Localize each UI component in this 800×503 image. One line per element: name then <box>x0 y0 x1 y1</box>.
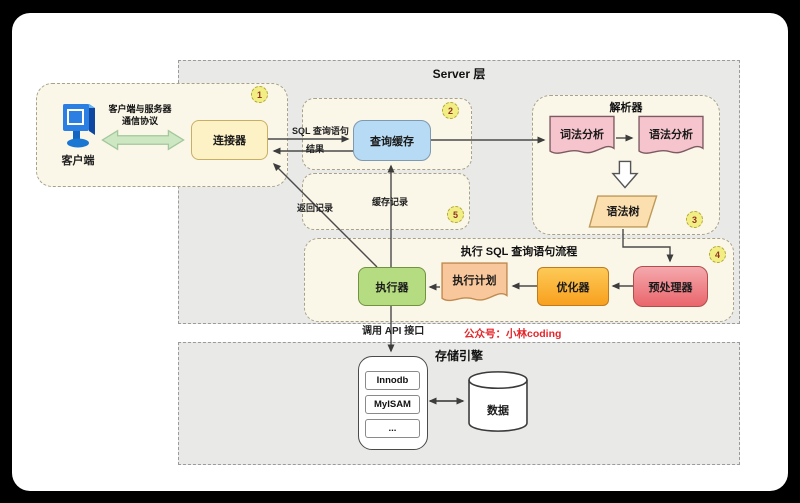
protocol-label: 客户端与服务器 通信协议 <box>94 104 186 127</box>
protocol-line1: 客户端与服务器 <box>108 104 172 114</box>
step-badge-5: 5 <box>447 206 464 223</box>
client-label: 客户端 <box>61 155 95 167</box>
edge-label-call-api: 调用 API 接口 <box>362 326 425 337</box>
edge-label-result: 结果 <box>306 144 325 154</box>
exec-plan-label: 执行计划 <box>452 275 497 287</box>
server-layer-title: Server 层 <box>432 67 486 81</box>
computer-icon <box>59 99 97 151</box>
engine-myisam: MyISAM <box>365 395 420 414</box>
protocol-line2: 通信协议 <box>121 115 158 126</box>
storage-engine-title: 存储引擎 <box>434 349 483 363</box>
step-badge-1: 1 <box>251 86 268 103</box>
step-badge-4: 4 <box>709 246 726 263</box>
step-badge-3: 3 <box>686 211 703 228</box>
query-cache-node: 查询缓存 <box>353 120 431 161</box>
lexical-analysis-label: 词法分析 <box>560 129 604 141</box>
edge-label-return-record: 返回记录 <box>297 203 334 213</box>
syntax-analysis-label: 语法分析 <box>649 129 693 141</box>
engine-innodb: Innodb <box>365 371 420 390</box>
syntax-tree-node: 语法树 <box>588 194 658 229</box>
double-arrow-icon <box>99 129 187 151</box>
lexical-analysis-node: 词法分析 <box>548 114 616 161</box>
data-cylinder-label: 数据 <box>487 405 509 417</box>
step-badge-2: 2 <box>442 102 459 119</box>
edge-label-sql-query: SQL 查询语句 <box>292 126 349 136</box>
storage-engine-section: 存储引擎 <box>178 342 740 465</box>
down-arrow-icon <box>611 159 639 190</box>
engine-other: ... <box>365 419 420 438</box>
data-cylinder-node: 数据 <box>466 370 530 433</box>
watermark-text: 公众号：小林coding <box>464 328 562 340</box>
syntax-analysis-node: 语法分析 <box>637 114 705 161</box>
optimizer-node: 优化器 <box>537 267 609 306</box>
executor-node: 执行器 <box>358 267 426 306</box>
syntax-tree-label: 语法树 <box>606 206 640 218</box>
preprocessor-node: 预处理器 <box>633 266 708 307</box>
storage-engine-box: Innodb MyISAM ... <box>358 356 428 450</box>
parser-title: 解析器 <box>609 102 643 114</box>
exec-plan-node: 执行计划 <box>440 260 509 309</box>
connector-node: 连接器 <box>191 120 268 160</box>
exec-flow-title: 执行 SQL 查询语句流程 <box>460 246 578 258</box>
edge-label-cache-record: 缓存记录 <box>372 197 409 207</box>
